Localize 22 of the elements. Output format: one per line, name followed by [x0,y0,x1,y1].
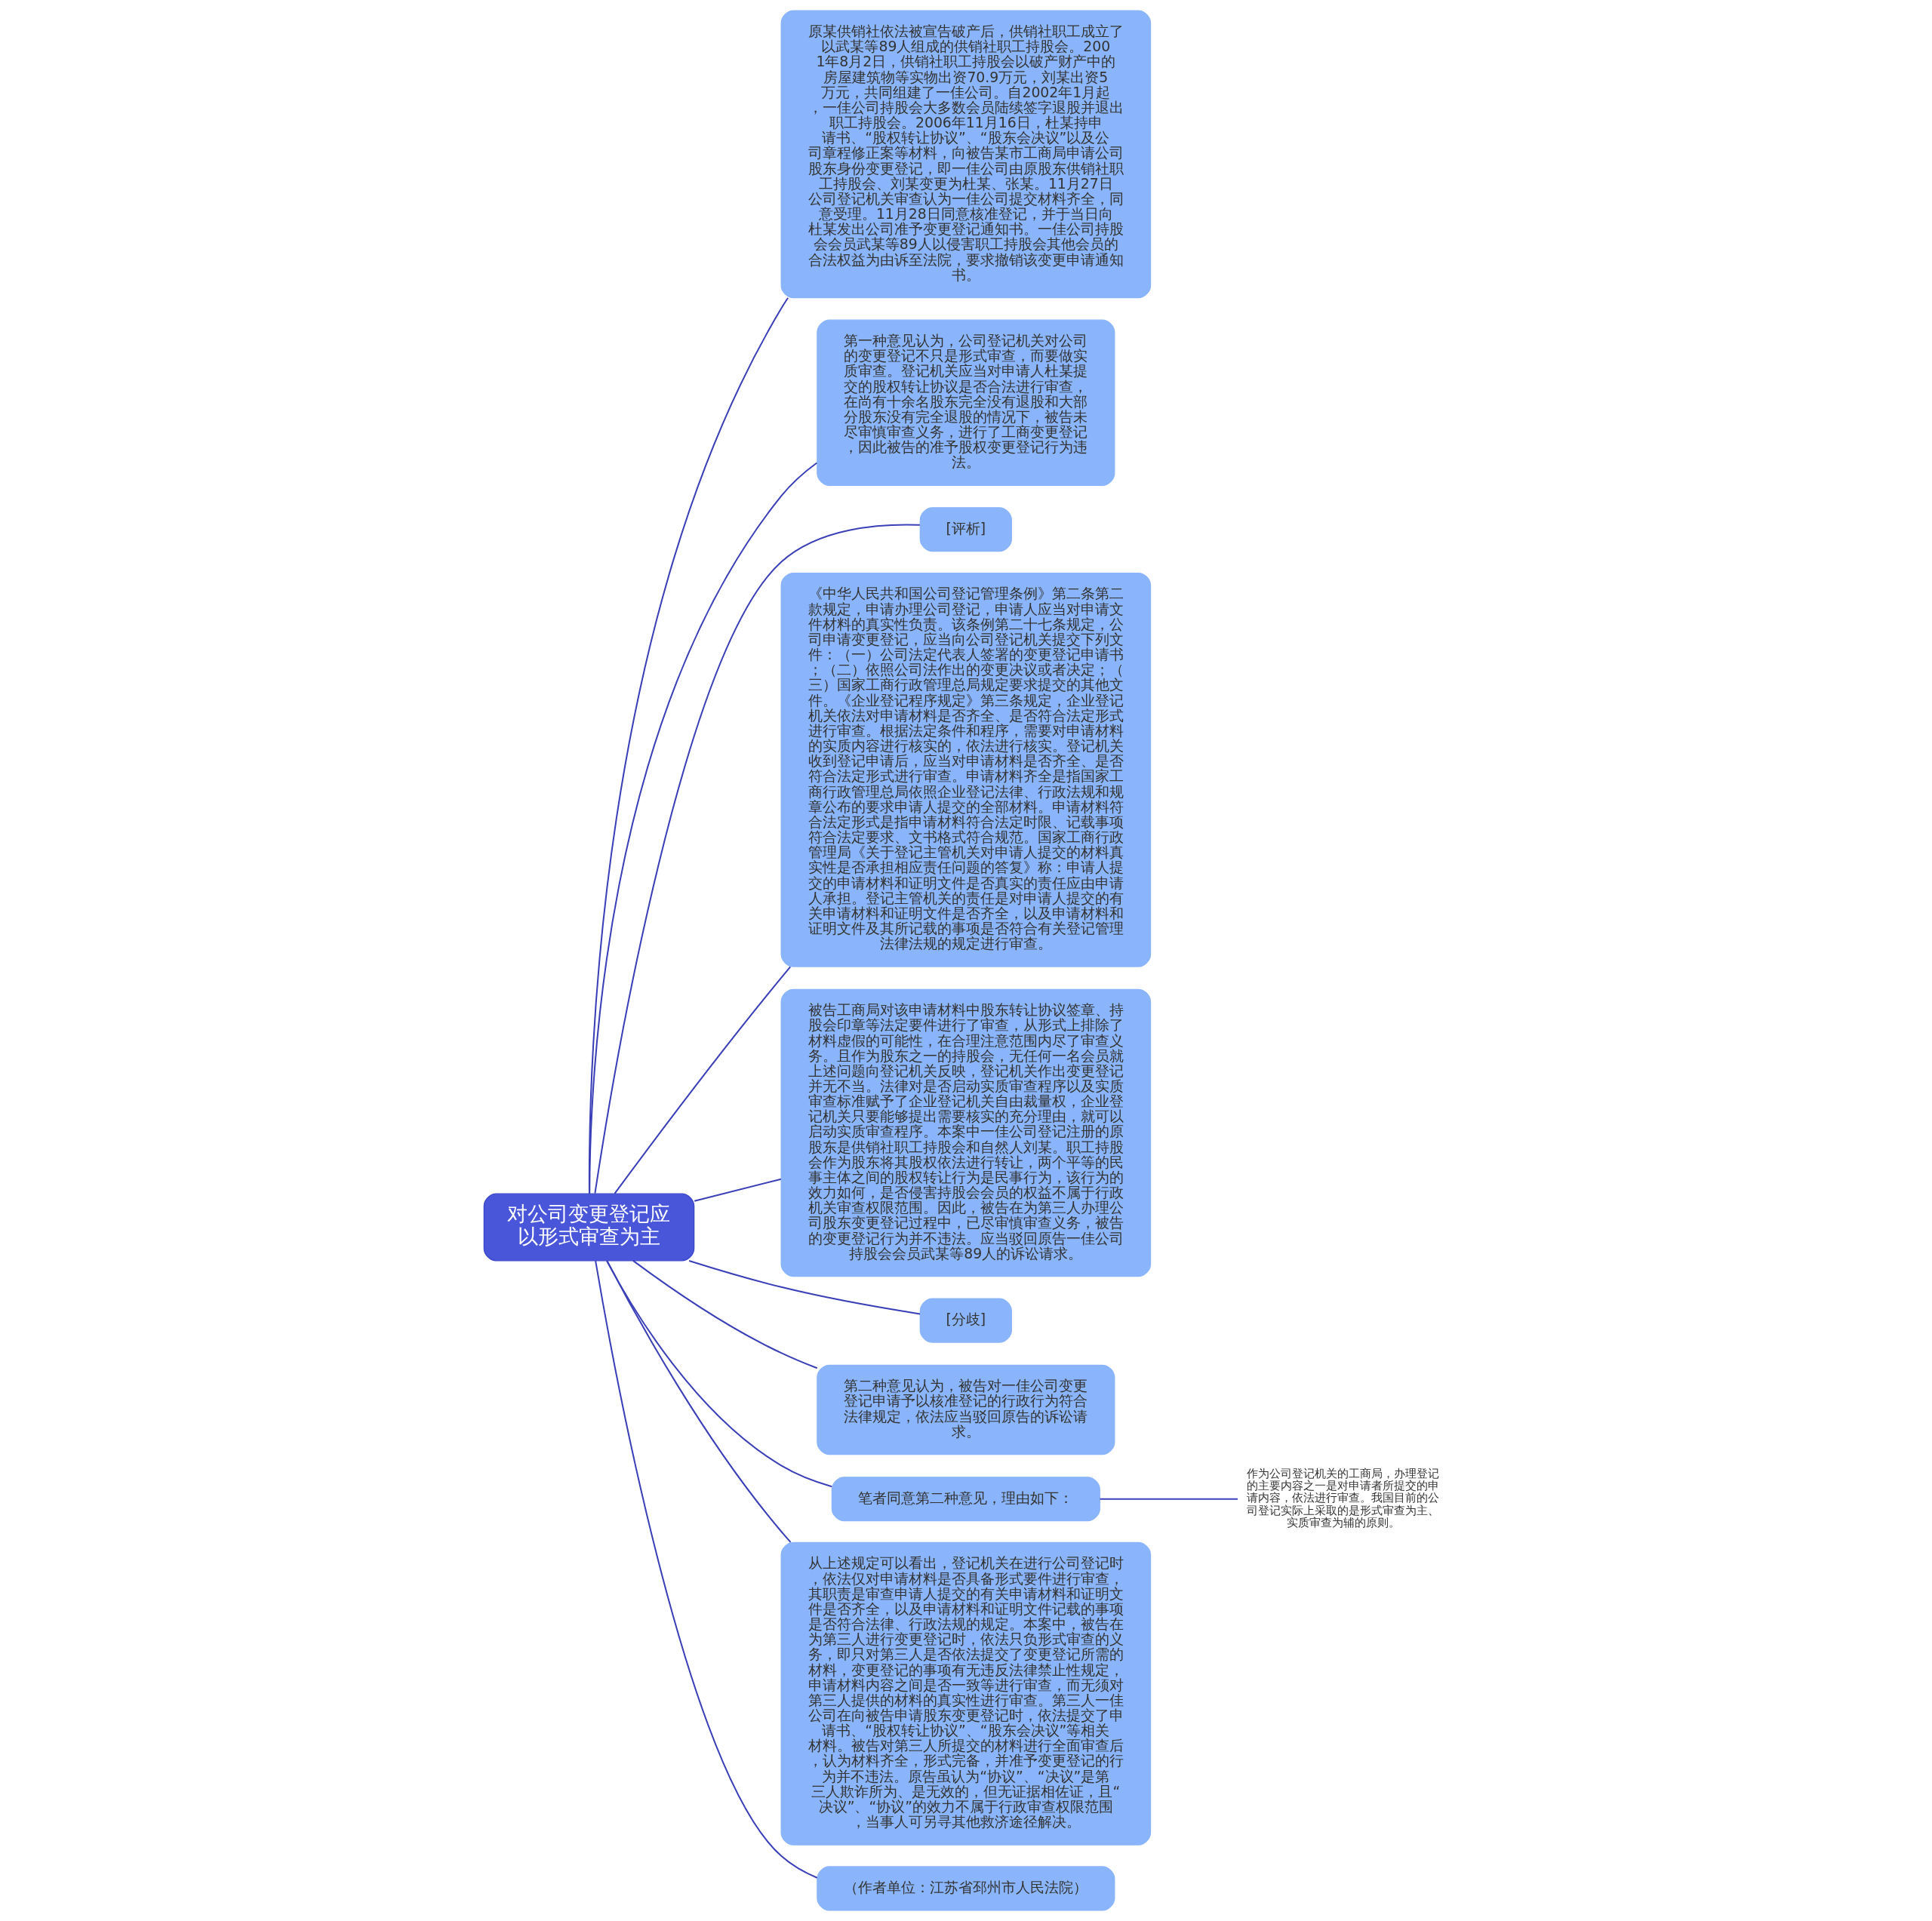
node-box: 被告工商局对该申请材料中股东转让协议签章、持股会印章等法定要件进行了审查，从形式上排除了材料虚假的可能性，在合理注意范围内尽了审查义务。且作为股东之一的持股会，无任何一名会员就上述问题向登记机关反映，登记机关作出变更登记并无不当。法律对是否启动实质审查程序以及实质审查标准赋予了企业登记机关自由裁量权，企业登记机关只要能够提出需要核实的充分理由，就可以启动实质审查程序。本案中一佳公司登记注册的原股东是供销社职工持股会和自然人刘某。职工持股会作为股东将其股权依法进行转让，两个平等的民事主体之间的股权转让行为是民事行为，该行为的效力如何，是否侵害持股会会员的权益不属于行政机关审查权限范围。因此，被告在为第三人办理公司股东变更登记过程中，已尽审慎审查义务，被告的变更登记行为并不违法。应当驳回原告一佳公司持股会会员武某等89人的诉讼请求。 [780,988,1151,1277]
node-box: 原某供销社依法被宣告破产后，供销社职工成立了以武某等89人组成的供销社职工持股会。2001年8月2日，供销社职工持股会以破产财产中的房屋建筑物等实物出资70.9万元，刘某出资5万元，共同组建了一佳公司。自2002年1月起，一佳公司持股会大多数会员陆续签字退股并退出职工持股会。2006年11月16日，杜某持申请书、“股权转让协议”、“股东会决议”以及公司章程修正案等材料，向被告某市工商局申请公司股东身份变更登记，即一佳公司由原股东供销社职工持股会、刘某变更为杜某、张某。11月27日公司登记机关审查认为一佳公司提交材料齐全，同意受理。11月28日同意核准登记，并于当日向杜某发出公司准予变更登记通知书。一佳公司持股会会员武某等89人以侵害职工持股会其他会员的合法权益为由诉至法院，要求撤销该变更申请通知书。 [780,10,1151,299]
node-box: 从上述规定可以看出，登记机关在进行公司登记时，依法仅对申请材料是否具备形式要件进行审查，其职责是审查申请人提交的有关申请材料和证明文件是否齐全，以及申请材料和证明文件记载的事项是否符合法律、行政法规的规定。本案中，被告在为第三人进行变更登记时，依法只负形式审查的义务，即只对第三人是否依法提交了变更登记所需的材料，变更登记的事项有无违反法律禁止性规定，申请材料内容之间是否一致等进行审查，而无须对第三人提供的材料的真实性进行审查。第三人一佳公司在向被告申请股东变更登记时，依法提交了申请书、“股权转让协议”、“股东会决议”等相关材料。被告对第三人所提交的材料进行全面审查后，认为材料齐全，形式完备，并准予变更登记的行为并不违法。原告虽认为“协议”、“决议”是第三人欺诈所为、是无效的，但无证据相佐证，且“决议”、“协议”的效力不属于行政审查权限范围，当事人可另寻其他救济途径解决。 [780,1541,1151,1846]
connector [1100,1498,1238,1500]
connector [605,1260,832,1488]
node-box: 第二种意见认为，被告对一佳公司变更登记申请予以核准登记的行政行为符合法律规定，依法应当驳回原告的诉讼请求。 [816,1364,1115,1455]
node-box: 《中华人民共和国公司登记管理条例》第二条第二款规定，申请办理公司登记，申请人应当对申请文件材料的真实性负责。该条例第二十七条规定，公司申请变更登记，应当向公司登记机关提交下列文件：（一）公司法定代表人签署的变更登记申请书；（二）依照公司法作出的变更决议或者决定；（三）国家工商行政管理总局规定要求提交的其他文件。《企业登记程序规定》第三条规定，企业登记机关依法对申请材料是否齐全、是否符合法定形式进行审查。根据法定条件和程序，需要对申请材料的实质内容进行核实的，依法进行核实。登记机关收到登记申请后，应当对申请材料是否齐全、是否符合法定形式进行审查。申请材料齐全是指国家工商行政管理总局依照企业登记法律、行政法规和规章公布的要求申请人提交的全部材料。申请材料符合法定形式是指申请材料符合法定时限、记载事项符合法定要求、文书格式符合规范。国家工商行政管理局《关于登记主管机关对申请人提交的材料真实性是否承担相应责任问题的答复》称：申请人提交的申请材料和证明文件是否真实的责任应由申请人承担。登记主管机关的责任是对申请人提交的有关申请材料和证明文件是否齐全，以及申请材料和证明文件及其所记载的事项是否符合有关登记管理法律法规的规定进行审查。 [780,572,1151,967]
node-text: 作为公司登记机关的工商局，办理登记的主要内容之一是对申请者所提交的申请内容，依法进行审查。我国目前的公司登记实际上采取的是形式审查为主、实质审查为辅的原则。 [1246,1467,1439,1529]
node-box: （作者单位：江苏省邳州市人民法院） [816,1866,1115,1911]
connector [594,1260,817,1879]
connector [632,1260,817,1369]
connector [688,1260,920,1315]
node-box: [评析] [919,507,1012,552]
connector [605,1260,791,1543]
node-box: [分歧] [919,1298,1012,1343]
node-box: 笔者同意第二种意见，理由如下： [831,1477,1100,1522]
connector [694,1178,781,1202]
node-box: 对公司变更登记应以形式审查为主 [483,1193,694,1262]
connector [593,524,920,1194]
node-box: 第一种意见认为，公司登记机关对公司的变更登记不只是形式审查，而要做实质审查。登记机关应当对申请人杜某提交的股权转让协议是否合法进行审查，在尚有十余名股东完全没有退股和大部分股东没有完全退股的情况下，被告未尽审慎审查义务，进行了工商变更登记，因此被告的准予股权变更登记行为违法。 [816,319,1115,486]
connector [588,462,817,1194]
connector [614,966,791,1194]
